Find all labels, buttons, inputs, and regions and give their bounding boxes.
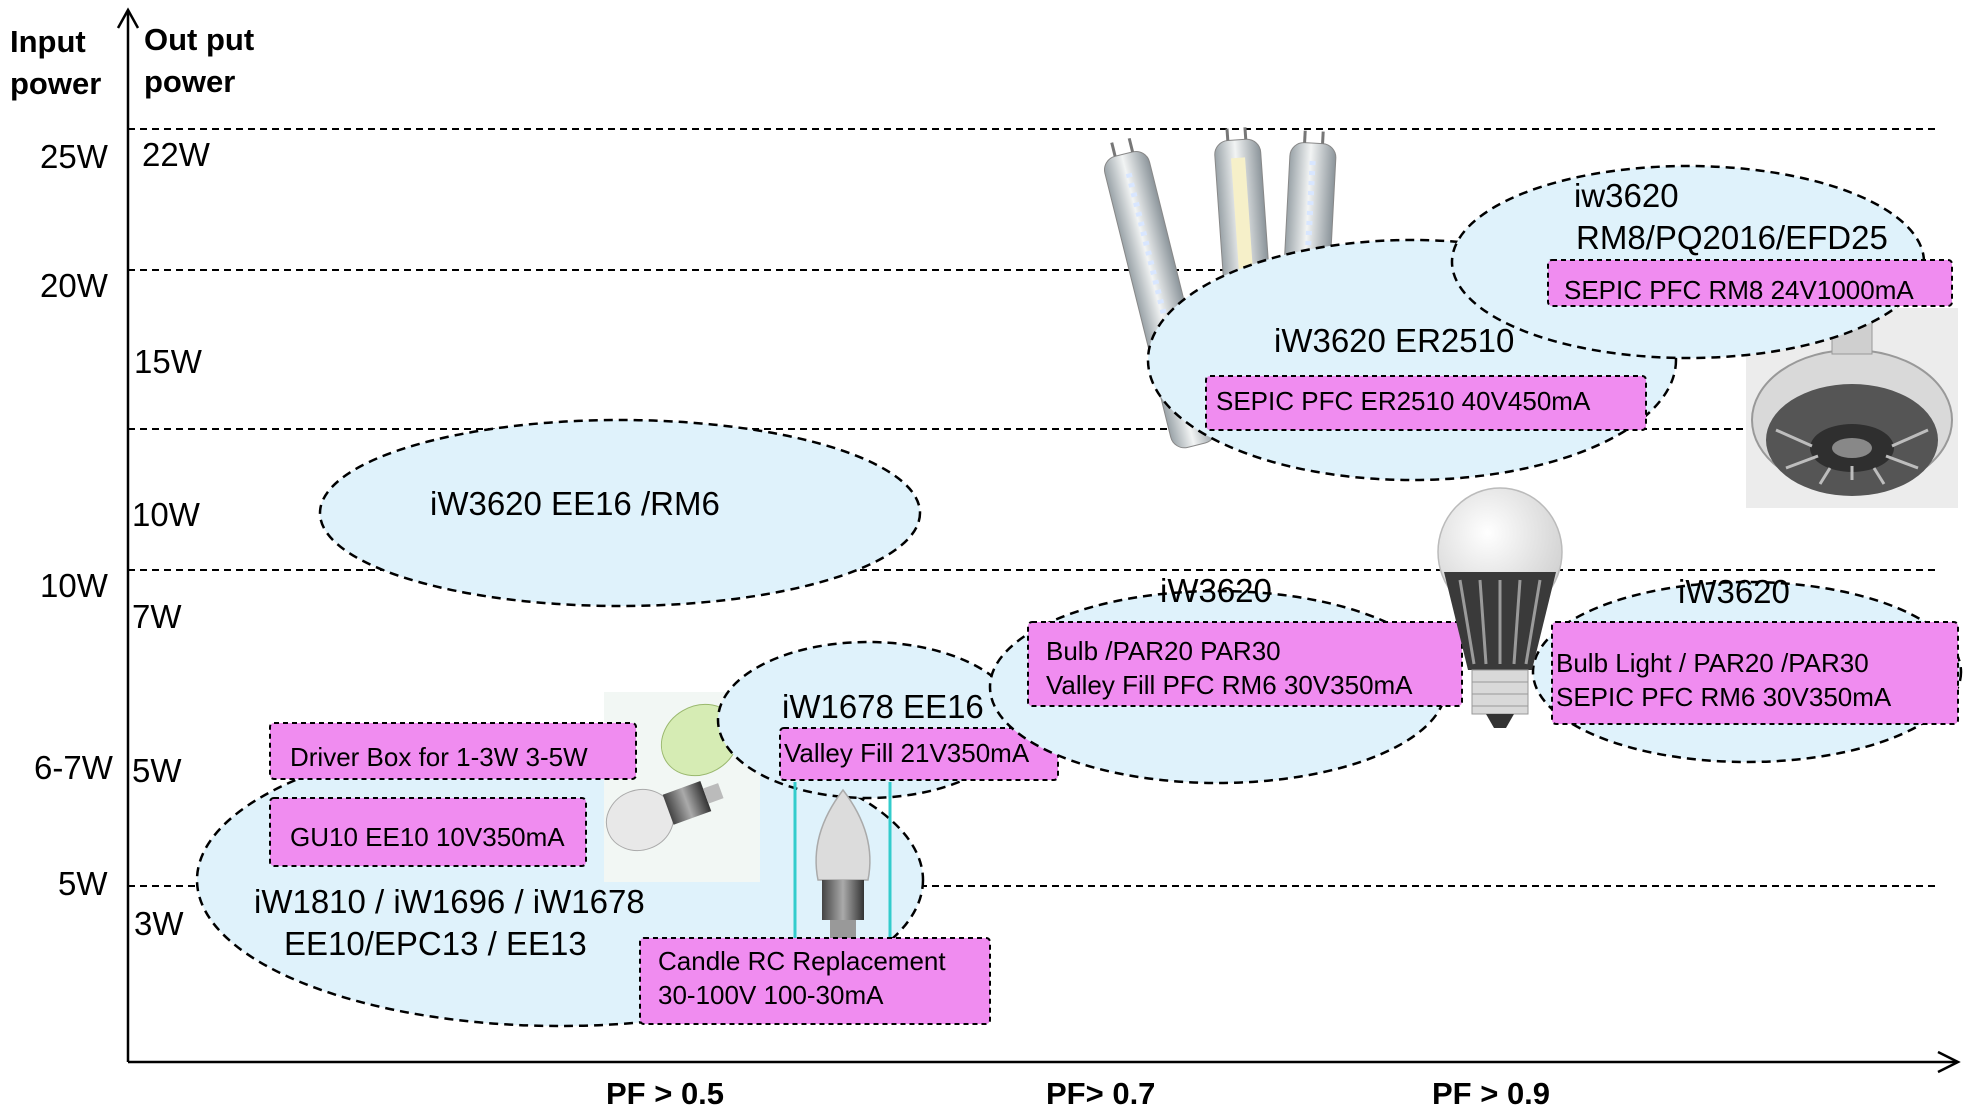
region-box xyxy=(1547,259,1953,307)
region-title: iW3620 xyxy=(1160,572,1272,609)
pf-label-0-5: PF > 0.5 xyxy=(606,1076,724,1111)
x-axis-arrow-icon xyxy=(1937,1050,1961,1074)
par-lamp-icon xyxy=(1746,308,1958,508)
led-bulb-icon xyxy=(1437,487,1563,728)
y-axis-arrow-icon xyxy=(116,7,140,29)
output-tick-22w: 22W xyxy=(142,136,211,173)
candle-label-line2: 30-100V 100-30mA xyxy=(658,980,884,1010)
region-box xyxy=(1551,621,1959,725)
region-box xyxy=(1205,375,1647,431)
region-title: iW3620 xyxy=(1678,573,1790,610)
region-box-line2: SEPIC PFC RM6 30V350mA xyxy=(1556,682,1892,712)
driver-box-label: Driver Box for 1-3W 3-5W xyxy=(290,742,588,772)
input-power-title-line2: power xyxy=(10,66,101,101)
output-tick-5w: 5W xyxy=(132,752,182,789)
axes xyxy=(116,7,1961,1074)
region-iw3620-rm8: iw3620 RM8/PQ2016/EFD25 SEPIC PFC RM8 24… xyxy=(1450,164,1953,360)
region-title-line2: RM8/PQ2016/EFD25 xyxy=(1576,219,1888,256)
region-iw1678: iW1678 EE16 Valley Fill 21V350mA xyxy=(716,640,1059,800)
low-power-labels: Driver Box for 1-3W 3-5W GU10 EE10 10V35… xyxy=(254,722,991,1025)
region-title: iW3620 ER2510 xyxy=(1274,322,1514,359)
gu10-label-box xyxy=(269,797,587,867)
region-box-line1: Bulb Light / PAR20 /PAR30 xyxy=(1556,648,1869,678)
output-tick-15w: 15W xyxy=(134,343,203,380)
low-power-title-line1: iW1810 / iW1696 / iW1678 xyxy=(254,883,645,920)
candle-bulb-icon xyxy=(793,782,892,940)
region-title: iW3620 EE16 /RM6 xyxy=(430,485,720,522)
region-iw3620-ee16: iW3620 EE16 /RM6 xyxy=(318,418,922,608)
region-iw3620-bulb: iW3620 Bulb /PAR20 PAR30 Valley Fill PFC… xyxy=(988,572,1463,785)
input-tick-5w: 5W xyxy=(58,865,108,902)
region-box-line1: Bulb /PAR20 PAR30 xyxy=(1046,636,1281,666)
input-tick-25w: 25W xyxy=(40,138,109,175)
output-tick-10w: 10W xyxy=(132,496,201,533)
candle-label-box xyxy=(639,937,991,1025)
region-box-label: SEPIC PFC RM8 24V1000mA xyxy=(1564,275,1914,305)
region-title: iW1678 EE16 xyxy=(782,688,984,725)
region-title-line1: iw3620 xyxy=(1574,177,1679,214)
output-tick-7w: 7W xyxy=(132,598,182,635)
input-tick-10w: 10W xyxy=(40,567,109,604)
output-power-title-line1: Out put xyxy=(144,22,254,57)
input-tick-20w: 20W xyxy=(40,267,109,304)
pf-label-0-7: PF> 0.7 xyxy=(1046,1076,1155,1111)
region-box-label: SEPIC PFC ER2510 40V450mA xyxy=(1216,386,1591,416)
low-power-title-line2: EE10/EPC13 / EE13 xyxy=(284,925,587,962)
region-box-line2: Valley Fill PFC RM6 30V350mA xyxy=(1046,670,1413,700)
driver-box-label-box xyxy=(269,722,637,780)
output-tick-3w: 3W xyxy=(134,905,184,942)
pf-label-0-9: PF > 0.9 xyxy=(1432,1076,1550,1111)
input-tick-6-7w: 6-7W xyxy=(34,749,114,786)
region-box-label: Valley Fill 21V350mA xyxy=(784,738,1030,768)
region-ellipse xyxy=(318,418,922,608)
input-power-title-line1: Input xyxy=(10,24,86,59)
region-iw3620-bulb-light: iW3620 Bulb Light / PAR20 /PAR30 SEPIC P… xyxy=(1531,573,1963,764)
output-power-title-line2: power xyxy=(144,64,235,99)
gu10-label: GU10 EE10 10V350mA xyxy=(290,822,565,852)
region-box xyxy=(1027,621,1463,707)
candle-label-line1: Candle RC Replacement xyxy=(658,946,946,976)
